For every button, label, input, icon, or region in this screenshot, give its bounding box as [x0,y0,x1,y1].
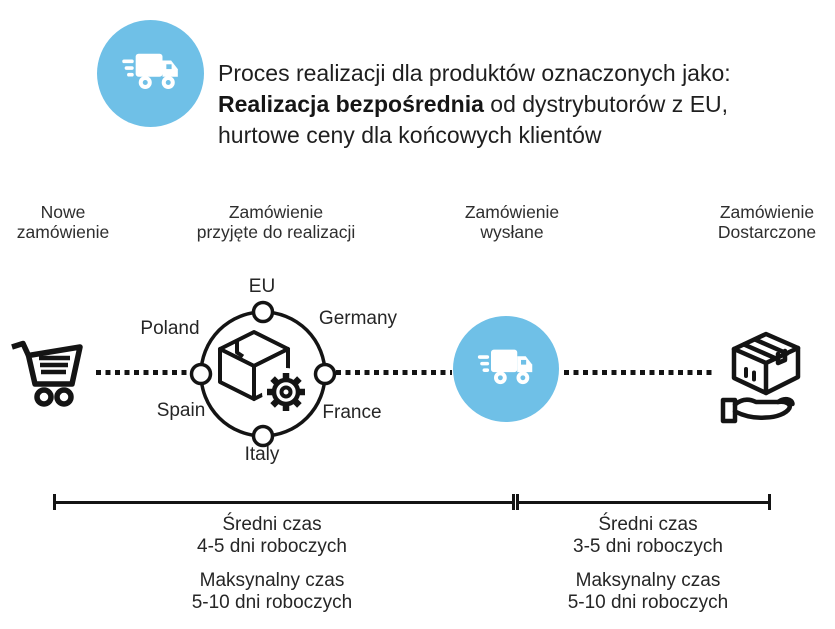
header-highlight: Realizacja bezpośrednia [218,91,484,117]
fulfillment-hub-icon [188,299,338,454]
stage-label-delivered: Zamówienie Dostarczone [717,202,817,242]
shopping-cart-icon [6,334,94,415]
time-bracket-right [516,494,771,510]
country-label-italy: Italy [244,444,280,465]
gear-icon [262,368,310,416]
stage-label-new-order: Nowe zamówienie [16,202,110,242]
stage-label-shipped: Zamówienie wysłane [464,202,560,242]
connector-truck-to-delivery [564,370,714,375]
box-in-hand-icon [716,323,804,434]
country-label-eu: EU [248,276,276,297]
timing-left-average: Średni czas 4-5 dni roboczych [197,514,347,557]
header-rest: od dystrybutorów z EU, hurtowe ceny dla … [218,91,729,148]
timing-right-average: Średni czas 3-5 dni roboczych [573,514,723,557]
country-label-spain: Spain [156,400,206,421]
header-description: Proces realizacji dla produktów oznaczon… [218,27,808,151]
country-label-poland: Poland [140,318,200,339]
country-label-france: France [322,402,382,423]
header-intro: Proces realizacji dla produktów oznaczon… [218,60,731,86]
timing-right-maximum: Maksynalny czas 5-10 dni roboczych [567,570,729,613]
timing-left-maximum: Maksynalny czas 5-10 dni roboczych [191,570,353,613]
stage-label-accepted: Zamówienie przyjęte do realizacji [196,202,356,242]
shipped-badge [453,316,559,422]
country-label-germany: Germany [318,308,398,329]
connector-cart-to-hub [96,370,190,375]
connector-hub-to-truck [336,370,452,375]
header-badge [97,20,204,127]
fast-delivery-truck-icon [476,344,536,394]
time-bracket-left [53,494,515,510]
fast-delivery-truck-icon [120,48,182,99]
